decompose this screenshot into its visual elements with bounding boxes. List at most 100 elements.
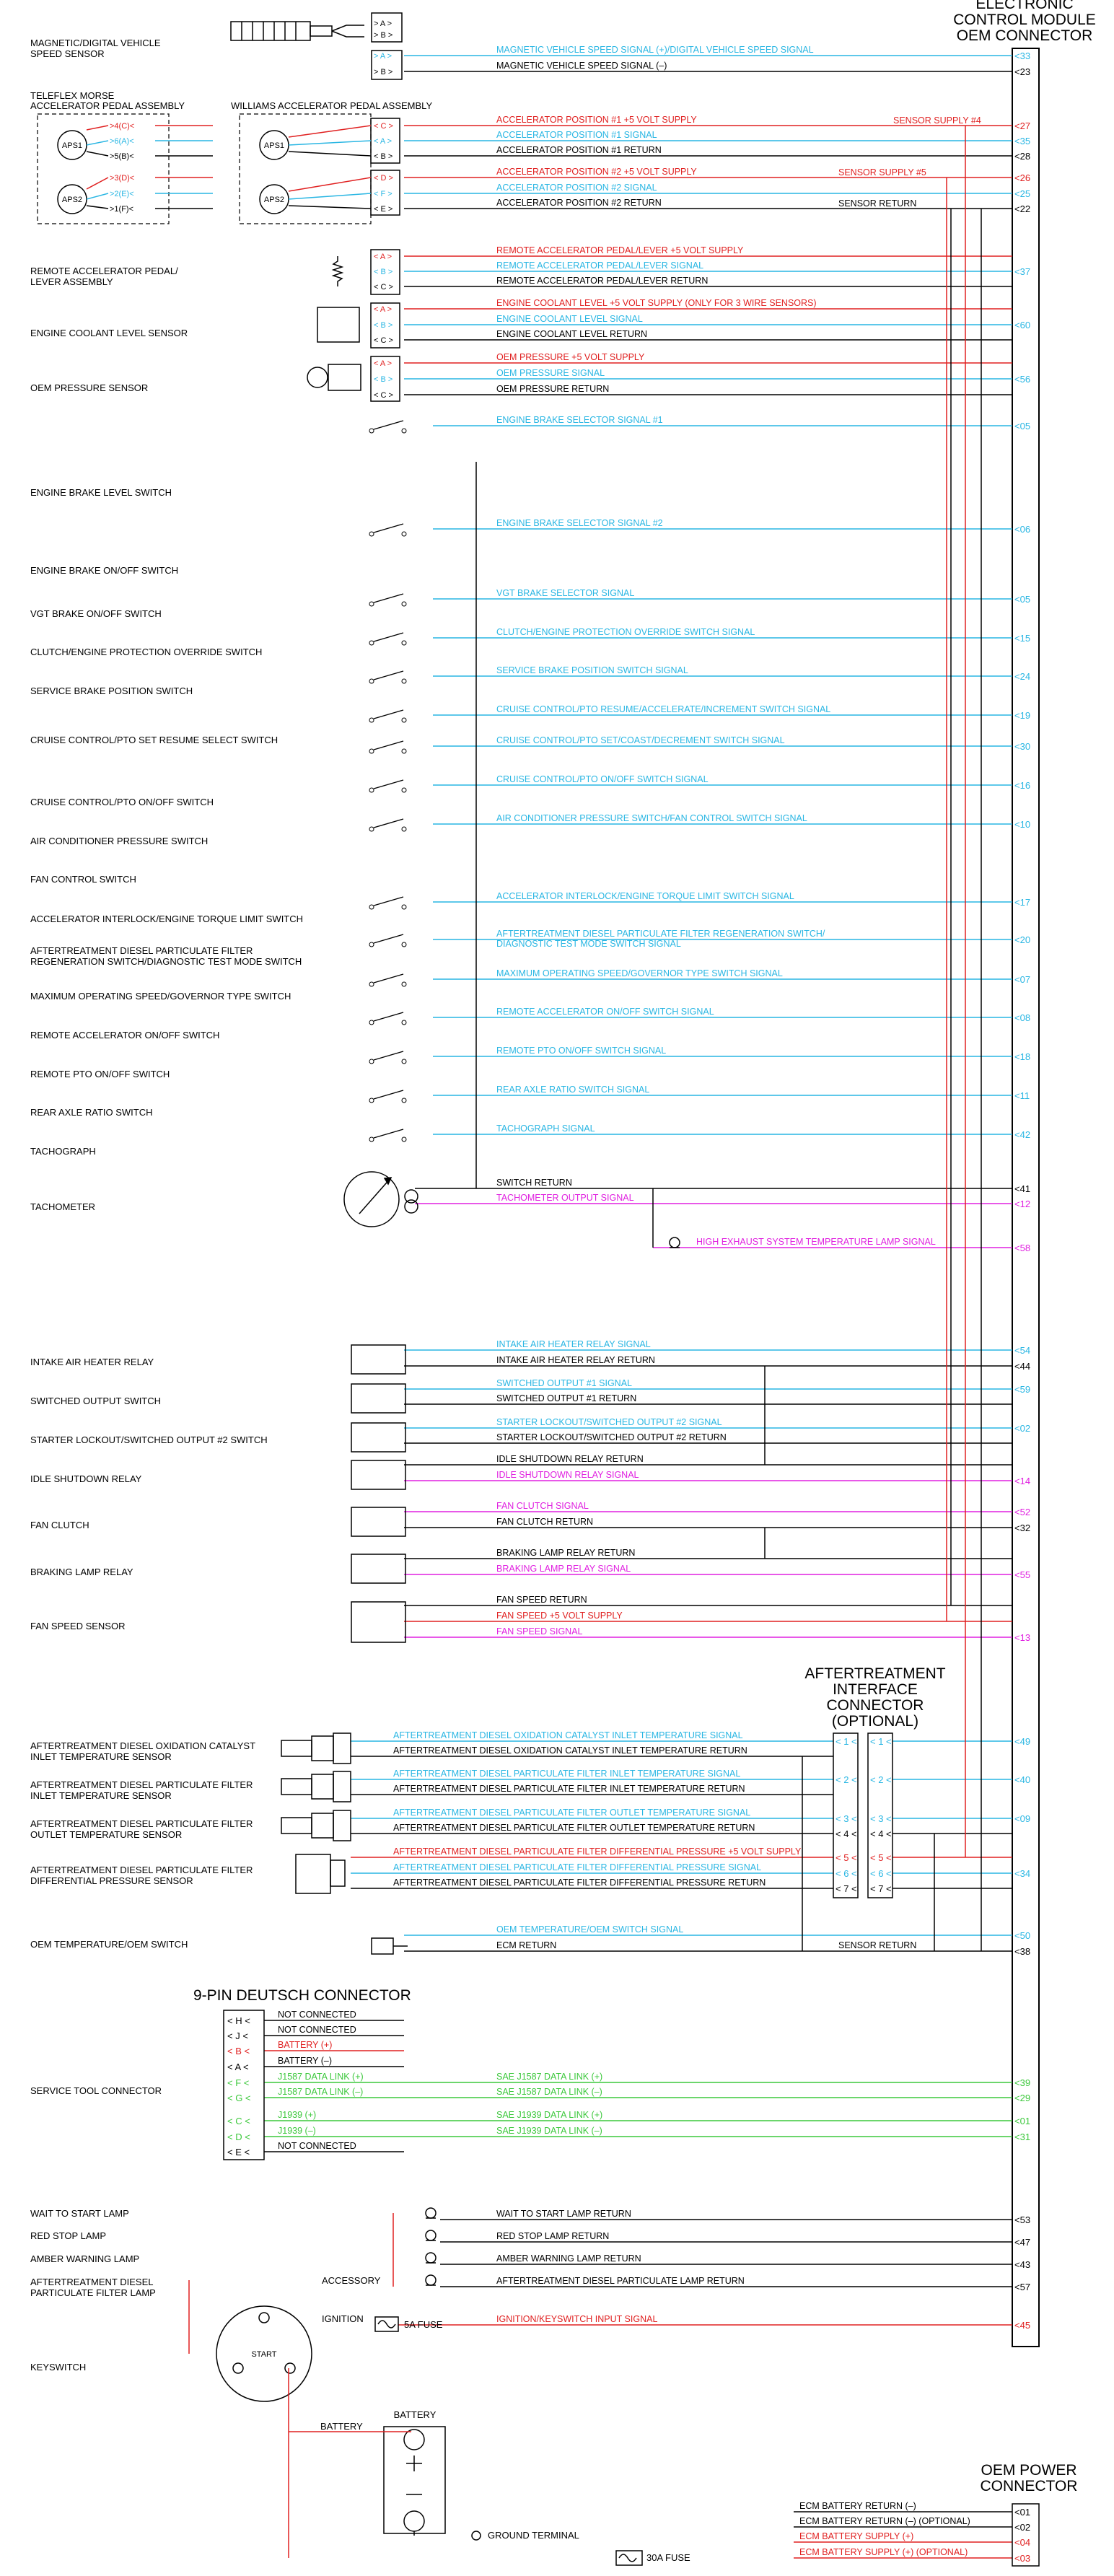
wire-label-5: ACCELERATOR POSITION #2 +5 VOLT SUPPLY (496, 167, 697, 177)
max-speed-label: MAXIMUM OPERATING SPEED/GOVERNOR TYPE SW… (30, 991, 291, 1002)
deutsch-label-8: NOT CONNECTED (278, 2141, 356, 2151)
svg-text:> A >: > A > (374, 52, 392, 61)
switch-24-c1 (369, 787, 374, 793)
wire-label-26: ACCELERATOR INTERLOCK/ENGINE TORQUE LIMI… (496, 891, 794, 901)
oem-pressure-connector (370, 356, 400, 402)
wire-label-40: STARTER LOCKOUT/SWITCHED OUTPUT #2 SIGNA… (496, 1417, 722, 1427)
at-ecm-pin-2: <40 (1014, 1774, 1030, 1785)
at-wire-label-3: AFTERTREATMENT DIESEL PARTICULATE FILTER… (393, 1784, 745, 1794)
wire-label-1: MAGNETIC VEHICLE SPEED SIGNAL (–) (496, 61, 667, 71)
keyswitch-icon (216, 2305, 312, 2402)
fan-control-label: FAN CONTROL SWITCH (30, 874, 136, 885)
switch-30-c2 (401, 1059, 407, 1064)
deutsch-pin-3: < A < (227, 2062, 249, 2072)
at-wire-label-7: AFTERTREATMENT DIESEL PARTICULATE FILTER… (393, 1862, 761, 1872)
switch-31-arm (373, 1090, 404, 1100)
svg-text:> A >: > A > (374, 19, 392, 28)
wire-label-6: ACCELERATOR POSITION #2 SIGNAL (496, 183, 657, 193)
wire-label-11: ENGINE COOLANT LEVEL +5 VOLT SUPPLY (ONL… (496, 298, 817, 308)
dpf-outlet-label-2: OUTLET TEMPERATURE SENSOR (30, 1829, 182, 1840)
switch-25-c1 (369, 826, 374, 832)
power-label-3: ECM BATTERY SUPPLY (+) (OPTIONAL) (799, 2547, 968, 2557)
dpf-regen-label-1: AFTERTREATMENT DIESEL PARTICULATE FILTER (30, 945, 253, 956)
remote-pto-label: REMOTE PTO ON/OFF SWITCH (30, 1069, 170, 1079)
ecm-connector-box (1012, 48, 1040, 2347)
aps1-teleflex-text: APS1 (62, 141, 82, 150)
switch-27-c2 (401, 942, 407, 947)
fuse5-text: 5A FUSE (404, 2319, 443, 2330)
ecm-pin-29: <08 (1014, 1012, 1030, 1023)
wire-label-38: SWITCHED OUTPUT #1 SIGNAL (496, 1378, 632, 1388)
remote-pedal-resistor-icon (331, 256, 344, 286)
ecm-pin-31: <11 (1014, 1090, 1030, 1101)
service-brake-label: SERVICE BRAKE POSITION SWITCH (30, 685, 193, 696)
svg-text:>5(B)<: >5(B)< (110, 152, 134, 161)
brake-level-label: ENGINE BRAKE LEVEL SWITCH (30, 487, 172, 498)
switch-26-arm (373, 896, 404, 906)
at-pin-right-5: < 4 < (870, 1828, 892, 1839)
svg-text:>2(E)<: >2(E)< (110, 190, 134, 198)
remote-pedal-connector (370, 249, 400, 295)
wire-label-27: AFTERTREATMENT DIESEL PARTICULATE FILTER… (496, 929, 825, 939)
at-pin-left-5: < 4 < (836, 1828, 857, 1839)
coolant-sensor-label: ENGINE COOLANT LEVEL SENSOR (30, 328, 188, 338)
ecm-pin-12: <60 (1014, 320, 1030, 330)
deutsch-label-6: J1939 (+) (278, 2110, 316, 2120)
ecm-pin-25: <10 (1014, 819, 1030, 830)
at-pin-right-2: < 2 < (870, 1774, 892, 1785)
switch-29-c1 (369, 1020, 374, 1025)
svg-text:< D >: < D > (374, 174, 393, 183)
dpf-regen-label-2: REGENERATION SWITCH/DIAGNOSTIC TEST MODE… (30, 956, 302, 967)
ecm-pin-20: <15 (1014, 633, 1030, 644)
wire-label-7: ACCELERATOR POSITION #2 RETURN (496, 198, 662, 208)
svg-text:>3(D)<: >3(D)< (110, 174, 134, 183)
at-wire-label-4: AFTERTREATMENT DIESEL PARTICULATE FILTER… (393, 1808, 750, 1818)
aps2-williams-text: APS2 (264, 196, 284, 204)
wire-label-50: FAN SPEED SIGNAL (496, 1626, 583, 1637)
wire-label2-27: DIAGNOSTIC TEST MODE SWITCH SIGNAL (496, 939, 681, 949)
dpf-lamp-label-2: PARTICULATE FILTER LAMP (30, 2287, 156, 2298)
switch-29-c2 (401, 1020, 407, 1025)
wire-label-16: OEM PRESSURE RETURN (496, 384, 609, 394)
starter-lockout-label: STARTER LOCKOUT/SWITCHED OUTPUT #2 SWITC… (30, 1434, 268, 1445)
wire-label-43: IDLE SHUTDOWN RELAY SIGNAL (496, 1470, 639, 1480)
tachometer-icon (343, 1171, 418, 1227)
svg-text:< B >: < B > (374, 152, 392, 161)
ecm-pin-28: <07 (1014, 974, 1030, 985)
deutsch-label-2: BATTERY (+) (278, 2040, 332, 2050)
wire-label-0: MAGNETIC VEHICLE SPEED SIGNAL (+)/DIGITA… (496, 45, 814, 55)
ecm-pin-27: <20 (1014, 934, 1030, 945)
deutsch-ecm-pin-5: <29 (1014, 2093, 1030, 2103)
at-header-4: (OPTIONAL) (832, 1713, 918, 1730)
deutsch-pin-7: < D < (227, 2132, 250, 2142)
wire-label-54: RED STOP LAMP RETURN (496, 2231, 609, 2241)
switch-27-arm (373, 934, 404, 944)
at-pin-right-8: < 7 < (870, 1883, 892, 1894)
switch-18-c1 (369, 531, 374, 537)
dpf-outlet-sensor-icon (281, 1810, 351, 1841)
at-pin-right-0: < 1 < (870, 1736, 892, 1747)
switch-21-c1 (369, 678, 374, 684)
ecm-pin-36: <54 (1014, 1345, 1030, 1356)
ground-text: GROUND TERMINAL (488, 2530, 579, 2541)
switch-30-c1 (369, 1059, 374, 1064)
deutsch-pin-5: < G < (227, 2093, 251, 2103)
svg-text:< E >: < E > (374, 205, 392, 214)
battery-text: BATTERY (394, 2409, 437, 2420)
svg-text:< C >: < C > (374, 122, 393, 131)
teleflex-pedal-icon (37, 113, 170, 224)
oem-pressure-sensor-icon (328, 364, 361, 391)
dpf-diff-label-2: DIFFERENTIAL PRESSURE SENSOR (30, 1875, 193, 1886)
ecm-pin-33: <41 (1014, 1183, 1030, 1194)
deutsch-pin-0: < H < (227, 2015, 250, 2026)
switch-28-c1 (369, 981, 374, 987)
deutsch-wire-label-6: SAE J1939 DATA LINK (+) (496, 2110, 602, 2120)
wire-label-31: REAR AXLE RATIO SWITCH SIGNAL (496, 1085, 649, 1095)
at-wire-label-8: AFTERTREATMENT DIESEL PARTICULATE FILTER… (393, 1878, 766, 1888)
ecm-pin-57: <45 (1014, 2320, 1030, 2331)
ecm-pin-4: <28 (1014, 151, 1030, 162)
deutsch-label-5: J1587 DATA LINK (–) (278, 2087, 363, 2097)
ecm-pin-34: <12 (1014, 1199, 1030, 1209)
at-ecm-pin-0: <49 (1014, 1736, 1030, 1747)
wire-label-55: AMBER WARNING LAMP RETURN (496, 2253, 641, 2264)
